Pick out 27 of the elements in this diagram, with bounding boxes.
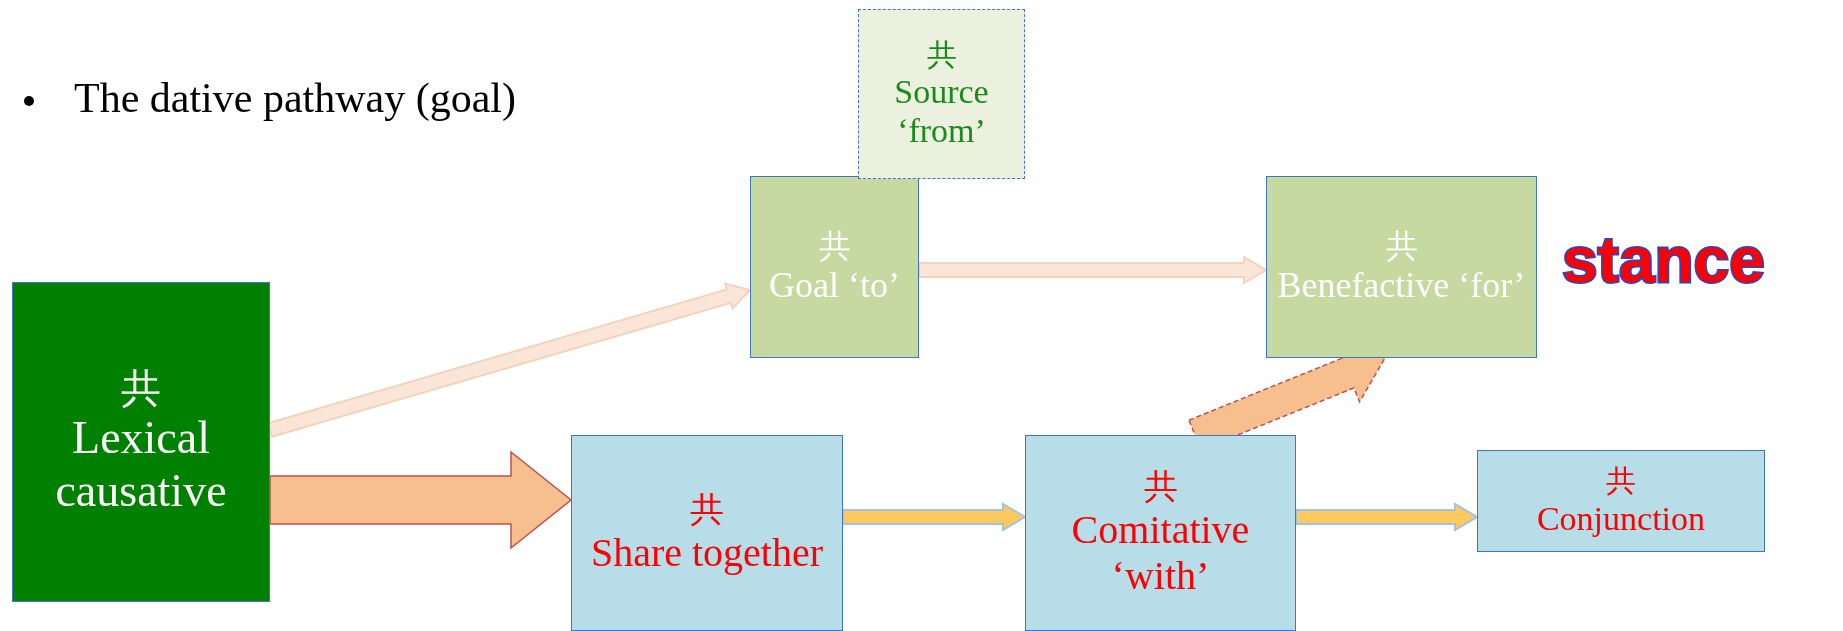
character-label: 共 bbox=[121, 366, 161, 413]
category-box bbox=[1266, 176, 1537, 358]
category-box bbox=[1477, 450, 1765, 552]
character-label: 共 bbox=[926, 37, 957, 73]
block-arrow bbox=[842, 502, 1027, 532]
node-label: Comitative ‘with’ bbox=[1070, 506, 1251, 599]
category-box bbox=[750, 176, 919, 358]
category-box bbox=[12, 282, 270, 602]
node-label: Benefactive ‘for’ bbox=[1277, 264, 1526, 307]
node-label: Goal ‘to’ bbox=[769, 264, 900, 307]
character-label: 共 bbox=[1143, 467, 1178, 507]
character-label: 共 bbox=[690, 490, 724, 530]
character-label: 共 bbox=[818, 227, 851, 265]
category-box bbox=[858, 9, 1025, 179]
category-box bbox=[571, 435, 843, 631]
bullet-text: The dative pathway (goal) bbox=[74, 75, 516, 122]
stance-label: stance bbox=[1562, 228, 1765, 292]
node-label: Conjunction bbox=[1536, 498, 1706, 538]
block-arrow bbox=[269, 450, 573, 550]
character-label: 共 bbox=[1606, 464, 1636, 499]
block-arrow bbox=[918, 255, 1268, 285]
node-label: Source ‘from’ bbox=[893, 72, 990, 151]
node-label: Lexical causative bbox=[54, 412, 228, 518]
character-label: 共 bbox=[1385, 227, 1418, 265]
category-box bbox=[1025, 435, 1296, 631]
node-label: Share together bbox=[590, 529, 824, 576]
block-arrow bbox=[1295, 502, 1479, 532]
